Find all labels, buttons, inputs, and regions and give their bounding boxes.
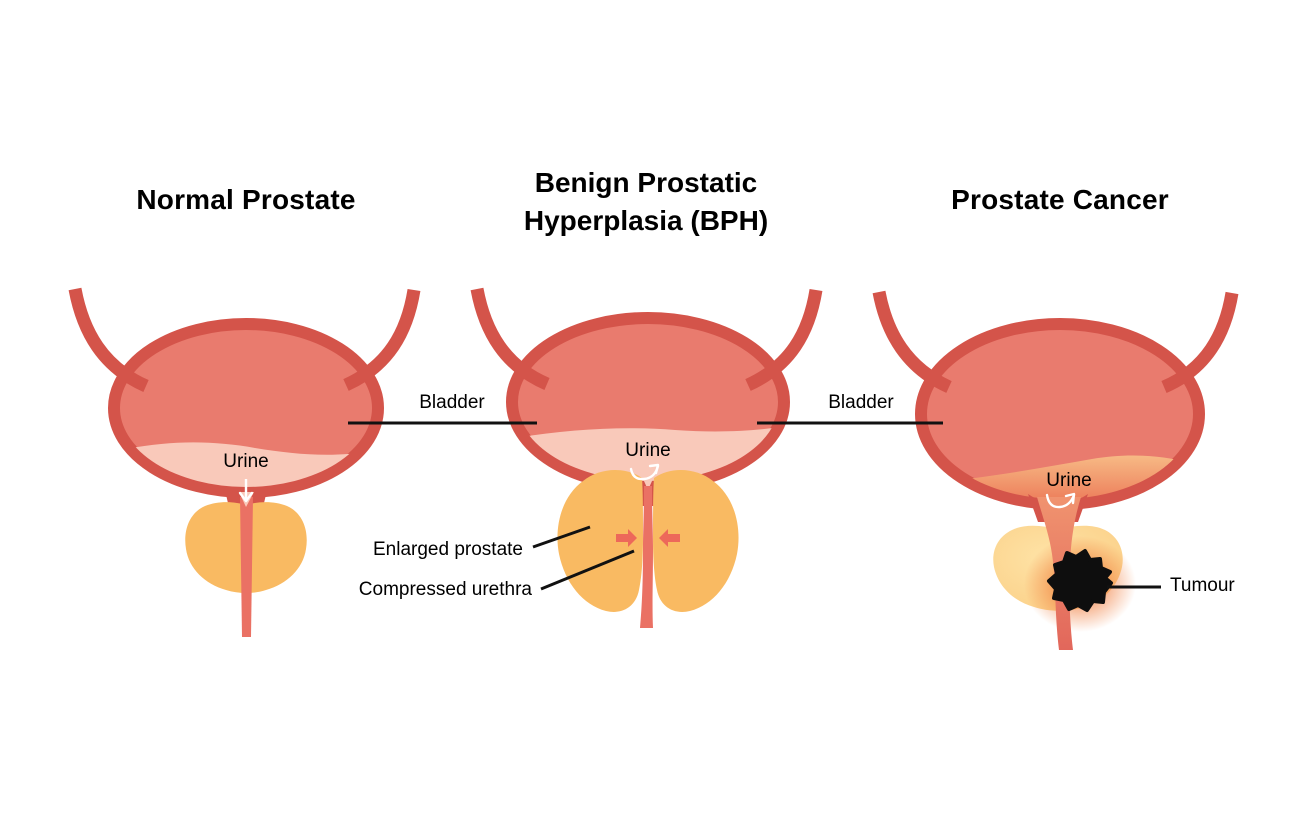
compression-arrow-right-icon [659, 529, 680, 547]
bph-figure [470, 287, 823, 628]
title-bph-line1: Benign Prostatic [534, 167, 758, 198]
compressed-urethra-channel [640, 486, 653, 628]
urine-label-cancer: Urine [1046, 470, 1092, 491]
enlarged-prostate-right-lobe [653, 470, 739, 612]
urethra-normal [240, 497, 253, 637]
tumour-label: Tumour [1170, 575, 1235, 596]
title-normal-prostate: Normal Prostate [136, 184, 356, 215]
bladder-label-right: Bladder [828, 392, 894, 413]
left-ureter-cancer [872, 290, 952, 393]
title-bph: Benign Prostatic Hyperplasia (BPH) [524, 164, 768, 240]
urine-pool-bph [517, 427, 779, 481]
compression-arrow-left-icon [616, 529, 637, 547]
normal-prostate-figure [68, 287, 421, 637]
right-ureter-bph [745, 288, 823, 391]
compressed-urethra-callout-line [540, 549, 635, 591]
prostate-cancer-figure [872, 290, 1239, 650]
enlarged-prostate-callout-line [532, 525, 591, 549]
enlarged-prostate-left-lobe [557, 470, 643, 612]
urine-swirl-arrow-bph-icon [629, 463, 660, 481]
right-ureter-normal [343, 288, 421, 391]
enlarged-prostate-label: Enlarged prostate [373, 539, 523, 560]
urine-down-arrow-icon [238, 479, 254, 503]
urine-label-normal: Urine [223, 451, 269, 472]
right-ureter-cancer [1161, 291, 1239, 393]
title-bph-line2: Hyperplasia (BPH) [523, 205, 769, 236]
compressed-urethra-label: Compressed urethra [358, 579, 532, 600]
left-ureter-bph [470, 287, 550, 390]
left-ureter-normal [68, 287, 149, 392]
tumour-mass [1047, 549, 1113, 612]
title-prostate-cancer: Prostate Cancer [951, 184, 1169, 215]
bladder-label-left: Bladder [419, 392, 485, 413]
urine-label-bph: Urine [625, 440, 671, 461]
urine-swirl-arrow-cancer-icon [1045, 492, 1076, 509]
